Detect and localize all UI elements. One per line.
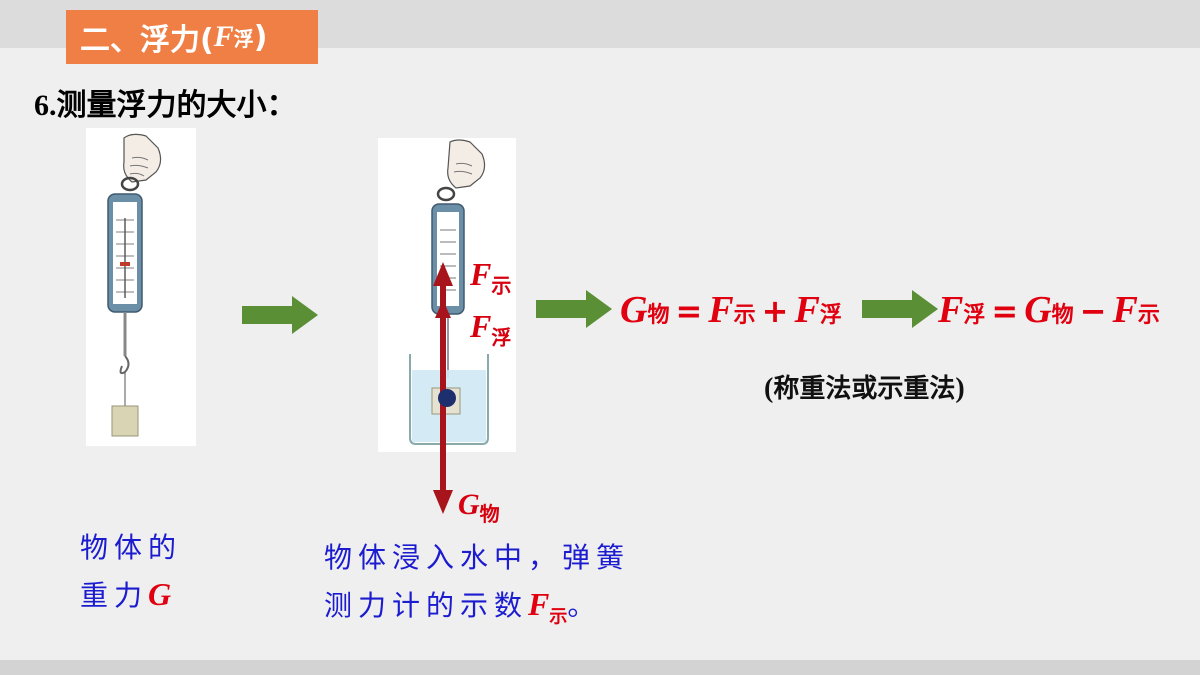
spring-scale-illustration: [107, 133, 162, 437]
green-arrow-1: [242, 296, 318, 334]
green-arrow-2: [536, 290, 612, 328]
photo-scale-in-air: [86, 128, 196, 446]
label-f-shi: F示: [470, 256, 512, 298]
submerged-object-dot: [438, 389, 456, 407]
gravity-arrow-head: [433, 490, 453, 514]
section-label: 二、浮力(: [80, 23, 214, 58]
tension-arrow-head: [433, 262, 453, 286]
caption-weight: 物体的 重力G: [80, 524, 220, 620]
caption-weight-line2: 重力G: [80, 576, 172, 612]
bottom-band: [0, 660, 1200, 675]
heading-number: 6.: [34, 89, 57, 122]
caption-weight-line1: 物体的: [80, 531, 183, 564]
caption-reading: 物体浸入水中，弹簧 测力计的示数F示。: [324, 534, 684, 630]
heading-text: 测量浮力的大小：: [56, 88, 297, 123]
page-heading: 6.测量浮力的大小：: [34, 80, 297, 124]
buoyancy-arrow-head: [435, 300, 451, 318]
force-arrows: [433, 262, 456, 514]
label-g-wu: G物: [458, 488, 500, 526]
label-f-fu: F浮: [470, 308, 512, 350]
caption-reading-line2: 测力计的示数F示。: [324, 586, 602, 628]
section-symbol: F: [213, 20, 234, 53]
section-close: ): [253, 19, 268, 55]
caption-reading-line1: 物体浸入水中，弹簧: [324, 541, 631, 574]
method-note: (称重法或示重法): [764, 373, 965, 404]
green-arrow-3: [862, 290, 938, 328]
section-subscript: 浮: [233, 26, 254, 51]
